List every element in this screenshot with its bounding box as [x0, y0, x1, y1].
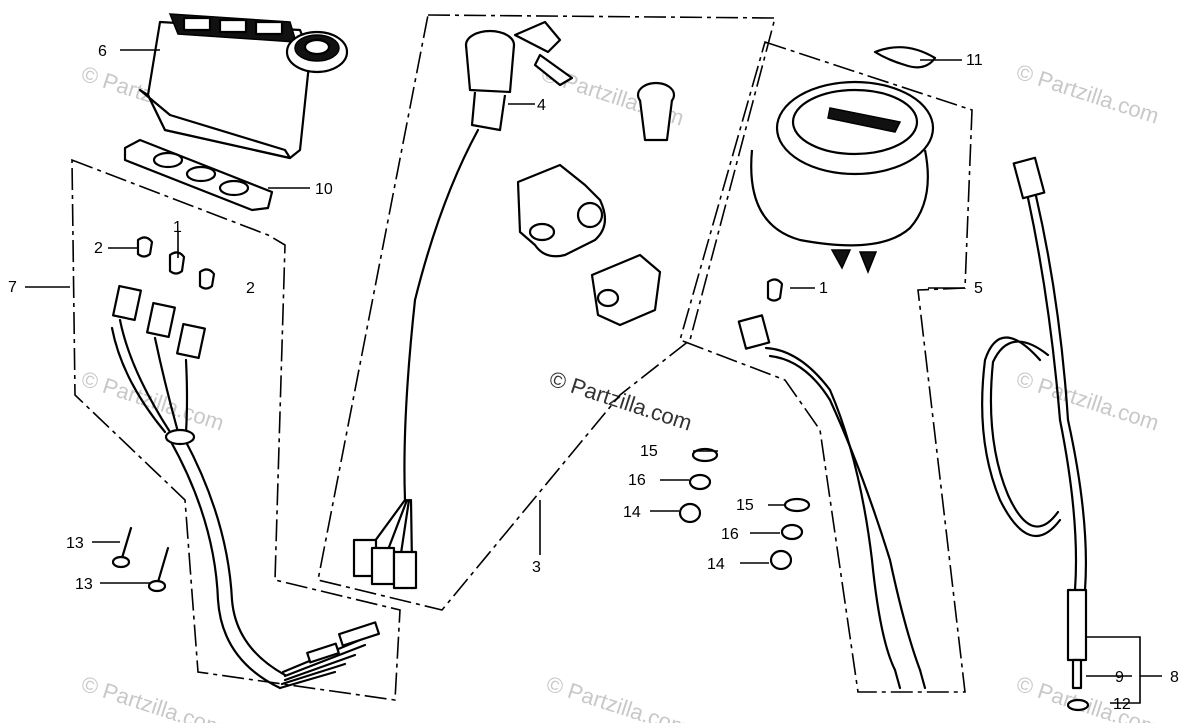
- callout-15: 15: [736, 497, 754, 514]
- callout-7: 7: [8, 279, 17, 296]
- watermark-text: © Partzilla.com: [78, 366, 227, 436]
- callout-5: 5: [974, 280, 983, 297]
- callout-14: 14: [623, 504, 641, 521]
- callout-11: 11: [966, 52, 983, 69]
- bracket-plate: [123, 138, 274, 212]
- callout-14: 14: [707, 556, 725, 573]
- watermark-text: © Partzilla.com: [543, 671, 692, 723]
- watermark-text: © Partzilla.com: [1013, 366, 1162, 436]
- callout-6: 6: [98, 43, 107, 60]
- lock-cylinder: [636, 81, 676, 142]
- callout-2: 2: [246, 280, 255, 297]
- callout-1: 1: [173, 219, 182, 236]
- steering-lock: [516, 163, 662, 327]
- group-boundaries: [71, 14, 973, 701]
- watermark-text: © Partzilla.com: [1013, 59, 1162, 129]
- watermark-center: © Partzilla.com: [546, 366, 695, 436]
- bulbs: [136, 236, 784, 302]
- callout-15: 15: [640, 443, 658, 460]
- fasteners: [678, 447, 811, 571]
- indicator-housing: [138, 13, 349, 160]
- callout-13: 13: [66, 535, 84, 552]
- rubber-ring: [873, 46, 937, 69]
- ignition-switch: [352, 20, 574, 590]
- callouts: 6 10 2 1 2 7 4 3 11 1 5 13 13 15 16 14 1…: [8, 43, 1179, 713]
- callout-8: 8: [1170, 669, 1179, 686]
- callout-3: 3: [532, 559, 541, 576]
- boundary-indicator-assembly: [71, 158, 401, 701]
- callout-4: 4: [537, 97, 546, 114]
- callout-2: 2: [94, 240, 103, 257]
- callout-12: 12: [1113, 696, 1131, 713]
- callout-16: 16: [628, 472, 646, 489]
- indicator-harness: [164, 428, 381, 690]
- speedometer: [737, 80, 935, 690]
- boundary-ignition-switch: [317, 14, 777, 611]
- screws: [111, 526, 170, 593]
- bulb-sockets: [110, 284, 206, 434]
- callout-10: 10: [315, 181, 333, 198]
- watermarks: © Partzilla.com © Partzilla.com © Partzi…: [78, 59, 1162, 723]
- boundary-speedometer: [679, 40, 973, 693]
- callout-16: 16: [721, 526, 739, 543]
- callout-1: 1: [819, 280, 828, 297]
- callout-13: 13: [75, 576, 93, 593]
- leader-lines: [25, 49, 1162, 704]
- speedometer-cable: [981, 156, 1090, 712]
- watermark-text: © Partzilla.com: [78, 671, 227, 723]
- callout-9: 9: [1115, 669, 1124, 686]
